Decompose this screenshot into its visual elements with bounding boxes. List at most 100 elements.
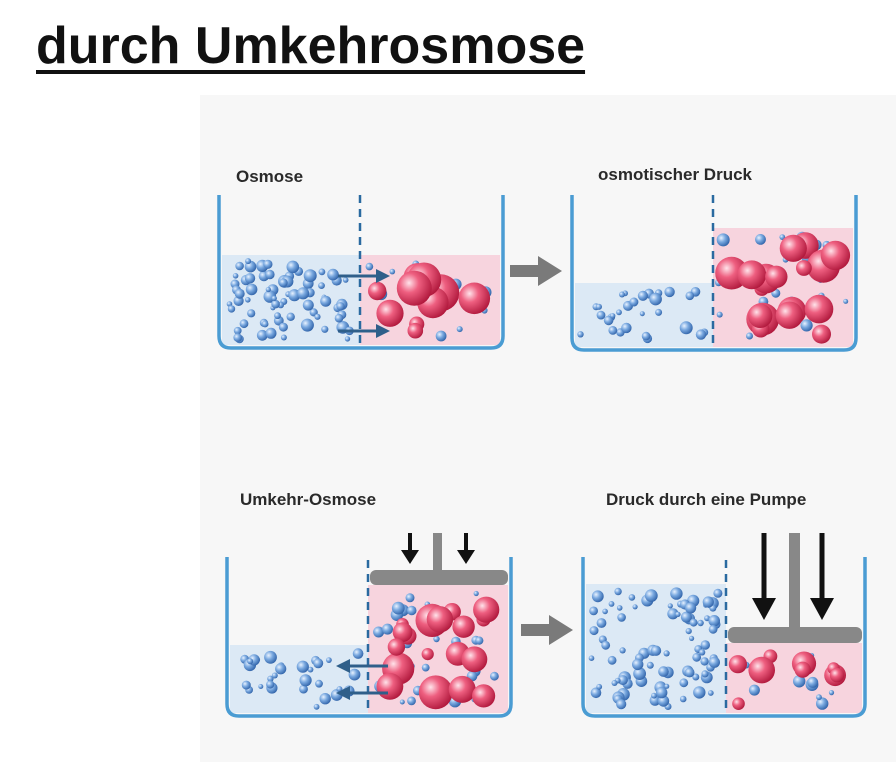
small-molecule bbox=[261, 320, 269, 328]
small-molecule bbox=[816, 697, 829, 710]
panel-label-osmotic-pressure: osmotischer Druck bbox=[598, 165, 753, 184]
small-molecule bbox=[702, 596, 714, 608]
large-molecule bbox=[796, 260, 812, 276]
small-molecule bbox=[265, 327, 277, 339]
small-molecule bbox=[619, 647, 626, 654]
small-molecule bbox=[793, 675, 806, 688]
small-molecule bbox=[693, 686, 706, 699]
small-molecule bbox=[475, 636, 484, 645]
small-molecule bbox=[629, 297, 639, 307]
small-molecule bbox=[389, 268, 396, 275]
small-molecule bbox=[707, 690, 714, 696]
small-molecule bbox=[655, 308, 663, 316]
small-molecule bbox=[685, 628, 692, 635]
small-molecule bbox=[365, 262, 374, 271]
large-molecule bbox=[829, 667, 845, 683]
large-molecule bbox=[812, 324, 831, 344]
small-molecule bbox=[607, 655, 617, 665]
large-molecule bbox=[732, 697, 745, 710]
container-3 bbox=[225, 557, 513, 718]
small-molecule bbox=[302, 299, 314, 311]
membranes bbox=[358, 195, 728, 713]
small-molecule bbox=[679, 321, 693, 335]
small-molecule bbox=[667, 608, 679, 620]
small-molecule bbox=[667, 603, 673, 609]
large-molecule bbox=[748, 656, 775, 684]
small-molecule bbox=[617, 675, 628, 686]
piston-panel4 bbox=[728, 533, 862, 643]
container-2 bbox=[570, 195, 858, 352]
small-molecule bbox=[336, 302, 345, 311]
small-molecule bbox=[664, 683, 670, 689]
small-molecule bbox=[286, 260, 300, 274]
small-molecule bbox=[352, 648, 364, 659]
small-molecule bbox=[245, 283, 258, 296]
flow-arrow-2-head bbox=[376, 324, 390, 338]
small-molecule bbox=[695, 329, 707, 340]
small-molecule bbox=[344, 336, 351, 342]
small-molecule bbox=[590, 687, 602, 699]
small-molecule bbox=[318, 282, 325, 289]
small-molecule bbox=[405, 593, 415, 603]
process-arrow-top bbox=[510, 256, 562, 286]
small-molecule bbox=[698, 649, 706, 656]
large-molecule bbox=[775, 301, 804, 329]
small-molecule bbox=[602, 608, 608, 615]
small-molecule bbox=[828, 690, 835, 696]
small-molecule bbox=[800, 319, 813, 332]
small-molecule bbox=[716, 311, 723, 318]
small-molecule bbox=[617, 613, 626, 622]
large-molecule bbox=[376, 673, 404, 700]
container-4 bbox=[581, 557, 867, 718]
small-molecule bbox=[490, 671, 499, 681]
small-molecule bbox=[227, 305, 236, 313]
small-molecule bbox=[588, 655, 595, 661]
small-molecule bbox=[473, 590, 479, 597]
small-molecule bbox=[391, 601, 405, 615]
large-molecule bbox=[461, 646, 488, 673]
small-molecule bbox=[232, 273, 239, 279]
small-molecule bbox=[601, 640, 611, 650]
small-molecule bbox=[779, 234, 786, 241]
small-molecule bbox=[679, 695, 687, 703]
large-molecule bbox=[448, 675, 476, 703]
small-molecule bbox=[373, 626, 385, 638]
page-title: durch Umkehrosmose bbox=[36, 17, 586, 75]
small-molecule bbox=[670, 587, 683, 600]
small-molecule bbox=[267, 675, 274, 682]
small-molecule bbox=[589, 626, 599, 636]
small-molecule bbox=[233, 333, 242, 342]
flow-arrows-forward bbox=[338, 269, 390, 338]
large-molecule bbox=[728, 655, 748, 674]
small-molecule bbox=[632, 604, 638, 610]
small-molecule bbox=[616, 605, 623, 611]
small-molecule bbox=[619, 291, 625, 298]
large-molecule bbox=[426, 606, 454, 633]
small-molecule bbox=[596, 310, 606, 320]
small-molecule bbox=[637, 290, 649, 301]
small-molecule bbox=[265, 269, 275, 280]
large-molecule bbox=[387, 638, 406, 656]
small-molecule bbox=[307, 666, 314, 673]
small-molecule bbox=[320, 295, 332, 307]
small-molecule bbox=[646, 661, 654, 669]
large-molecule bbox=[418, 675, 453, 710]
small-molecule bbox=[633, 667, 646, 680]
container-1 bbox=[217, 195, 505, 350]
small-molecule bbox=[280, 334, 287, 341]
small-molecule bbox=[271, 299, 280, 309]
small-molecule bbox=[297, 287, 310, 300]
small-molecule bbox=[321, 325, 329, 333]
small-molecule bbox=[708, 656, 721, 668]
small-molecule bbox=[589, 606, 598, 616]
small-molecule bbox=[577, 331, 584, 338]
small-molecule bbox=[716, 233, 730, 247]
small-molecule bbox=[342, 277, 349, 283]
small-molecule bbox=[247, 309, 256, 318]
process-arrows bbox=[510, 256, 573, 645]
small-molecule bbox=[327, 268, 339, 281]
panel3-water bbox=[230, 645, 368, 713]
small-molecule bbox=[689, 618, 698, 627]
small-molecule bbox=[245, 297, 251, 303]
small-molecule bbox=[639, 311, 645, 317]
